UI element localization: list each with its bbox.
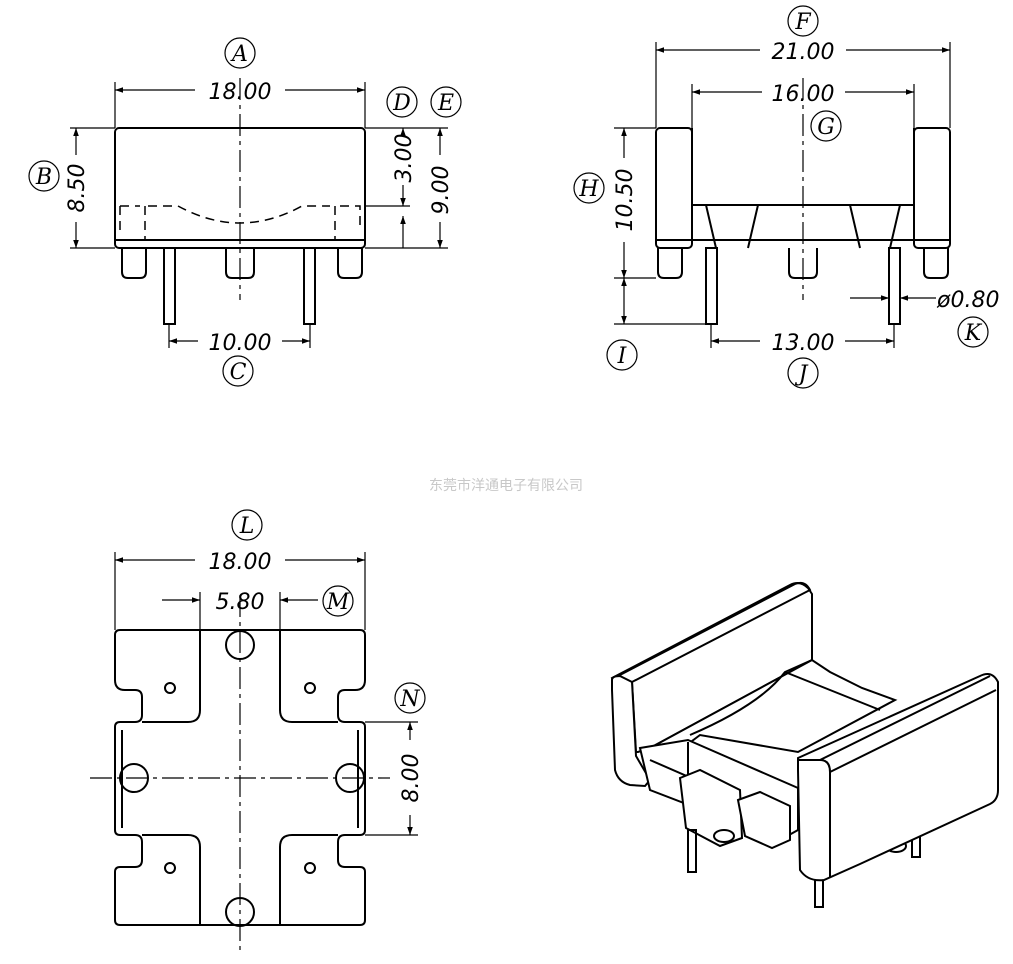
label-l: L — [239, 514, 255, 539]
label-i: I — [617, 344, 628, 369]
label-f: F — [794, 10, 811, 35]
dim-m-value: 5.80 — [216, 590, 265, 615]
bottom-view: 18.00 L 5.80 M 8.00 N — [90, 509, 426, 950]
label-j: J — [795, 362, 809, 387]
label-g: G — [817, 115, 835, 140]
dim-e-value: 9.00 — [429, 166, 454, 215]
label-k: K — [964, 321, 983, 346]
label-e: E — [437, 91, 454, 116]
label-n: N — [399, 687, 420, 712]
dim-b-value: 8.50 — [65, 164, 90, 213]
front-view: 18.00 A 8.50 B 10.00 C 3.00 D 9.00 — [28, 37, 462, 387]
label-a: A — [230, 42, 248, 67]
dim-c-value: 10.00 — [209, 331, 272, 356]
side-view: 21.00 F 16.00 G 10.50 H I 13.00 J ø — [573, 5, 999, 389]
dim-h-value: 10.50 — [613, 169, 638, 232]
dim-l-value: 18.00 — [209, 550, 272, 575]
dim-n-value: 8.00 — [399, 754, 424, 803]
label-b: B — [35, 165, 52, 190]
dim-f-value: 21.00 — [772, 40, 835, 65]
dim-j-value: 13.00 — [772, 331, 835, 356]
label-m: M — [326, 590, 350, 615]
label-h: H — [578, 177, 599, 202]
label-d: D — [392, 91, 411, 116]
company-watermark: 东莞市洋通电子有限公司 — [429, 477, 583, 494]
dim-a-value: 18.00 — [209, 80, 272, 105]
dim-d-value: 3.00 — [392, 134, 417, 183]
isometric-view — [610, 581, 999, 908]
dim-k-value: ø0.80 — [936, 288, 999, 313]
label-c: C — [230, 360, 247, 385]
dim-g-value: 16.00 — [772, 82, 835, 107]
